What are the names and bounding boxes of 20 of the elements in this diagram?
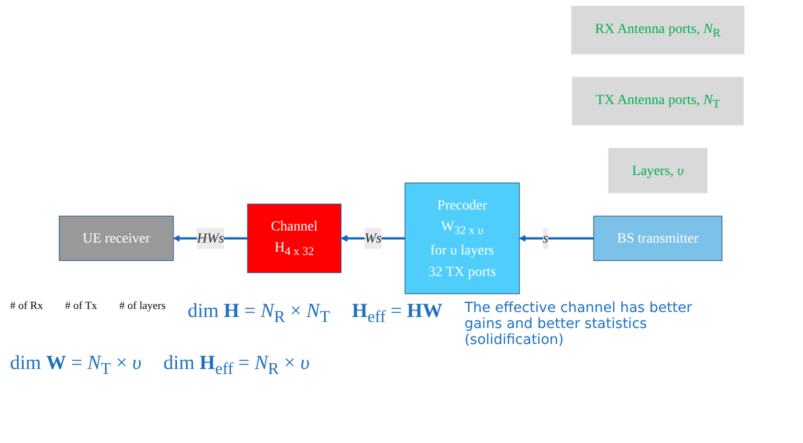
- arrow: [518, 234, 594, 242]
- node-box: [608, 148, 708, 194]
- equation: dim W = N$_{T}$ × υ: [10, 352, 142, 379]
- node-box: [572, 76, 744, 126]
- node-box: [404, 182, 520, 294]
- node-box: [58, 216, 174, 261]
- equation: dim H$_{eff}$ = N$_{R}$ × υ: [163, 352, 310, 379]
- bus-width-label: # of Tx: [65, 300, 98, 314]
- edge-label: Ws: [364, 230, 382, 246]
- edge-label: s: [542, 230, 548, 246]
- node-box: [247, 204, 342, 274]
- node-box: [571, 6, 744, 54]
- edge-label: HWs: [196, 230, 224, 246]
- note-text: The effective channel has better gains and better statistics (solidification): [464, 300, 694, 348]
- node-box: [593, 216, 722, 261]
- equation: H$_{eff}$ = HW: [352, 300, 442, 328]
- bus-width-label: # of layers: [119, 300, 166, 314]
- block-diagram: HWs Ws s RX Antenna ports, N$_{R}$ TX Antenna ports, N$_{T}$ Layers, υ UE receiver Channel H$_{4 x 32}$ Precoder W$_{32 x υ}$ for υ layers 32 TX ports BS transmitter: [52, 0, 750, 300]
- bus-width-label: # of Rx: [10, 300, 43, 314]
- equation: dim H = N$_{R}$ × N$_{T}$: [188, 300, 330, 328]
